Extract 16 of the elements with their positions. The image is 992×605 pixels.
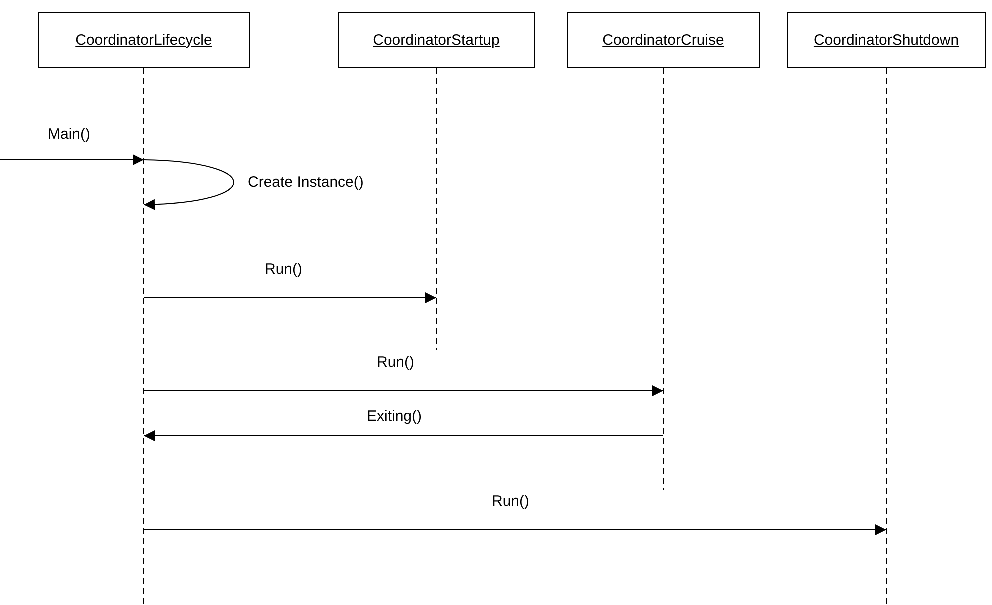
participant-box: CoordinatorCruise [567, 12, 760, 68]
message-label: Run() [492, 493, 530, 510]
message-arrow [144, 524, 887, 536]
message-arrow [144, 430, 664, 442]
participant-box: CoordinatorShutdown [787, 12, 986, 68]
participant-box: CoordinatorStartup [338, 12, 535, 68]
message-label: Exiting() [367, 408, 422, 425]
message-arrow [144, 386, 664, 396]
message-arrow [144, 160, 234, 210]
message-label: Run() [265, 261, 303, 278]
message-label: Main() [48, 126, 91, 143]
message-arrow [0, 154, 144, 166]
participant-box: CoordinatorLifecycle [38, 12, 250, 68]
message-label: Run() [377, 354, 415, 371]
message-arrow [144, 292, 437, 304]
message-label: Create Instance() [248, 174, 364, 191]
